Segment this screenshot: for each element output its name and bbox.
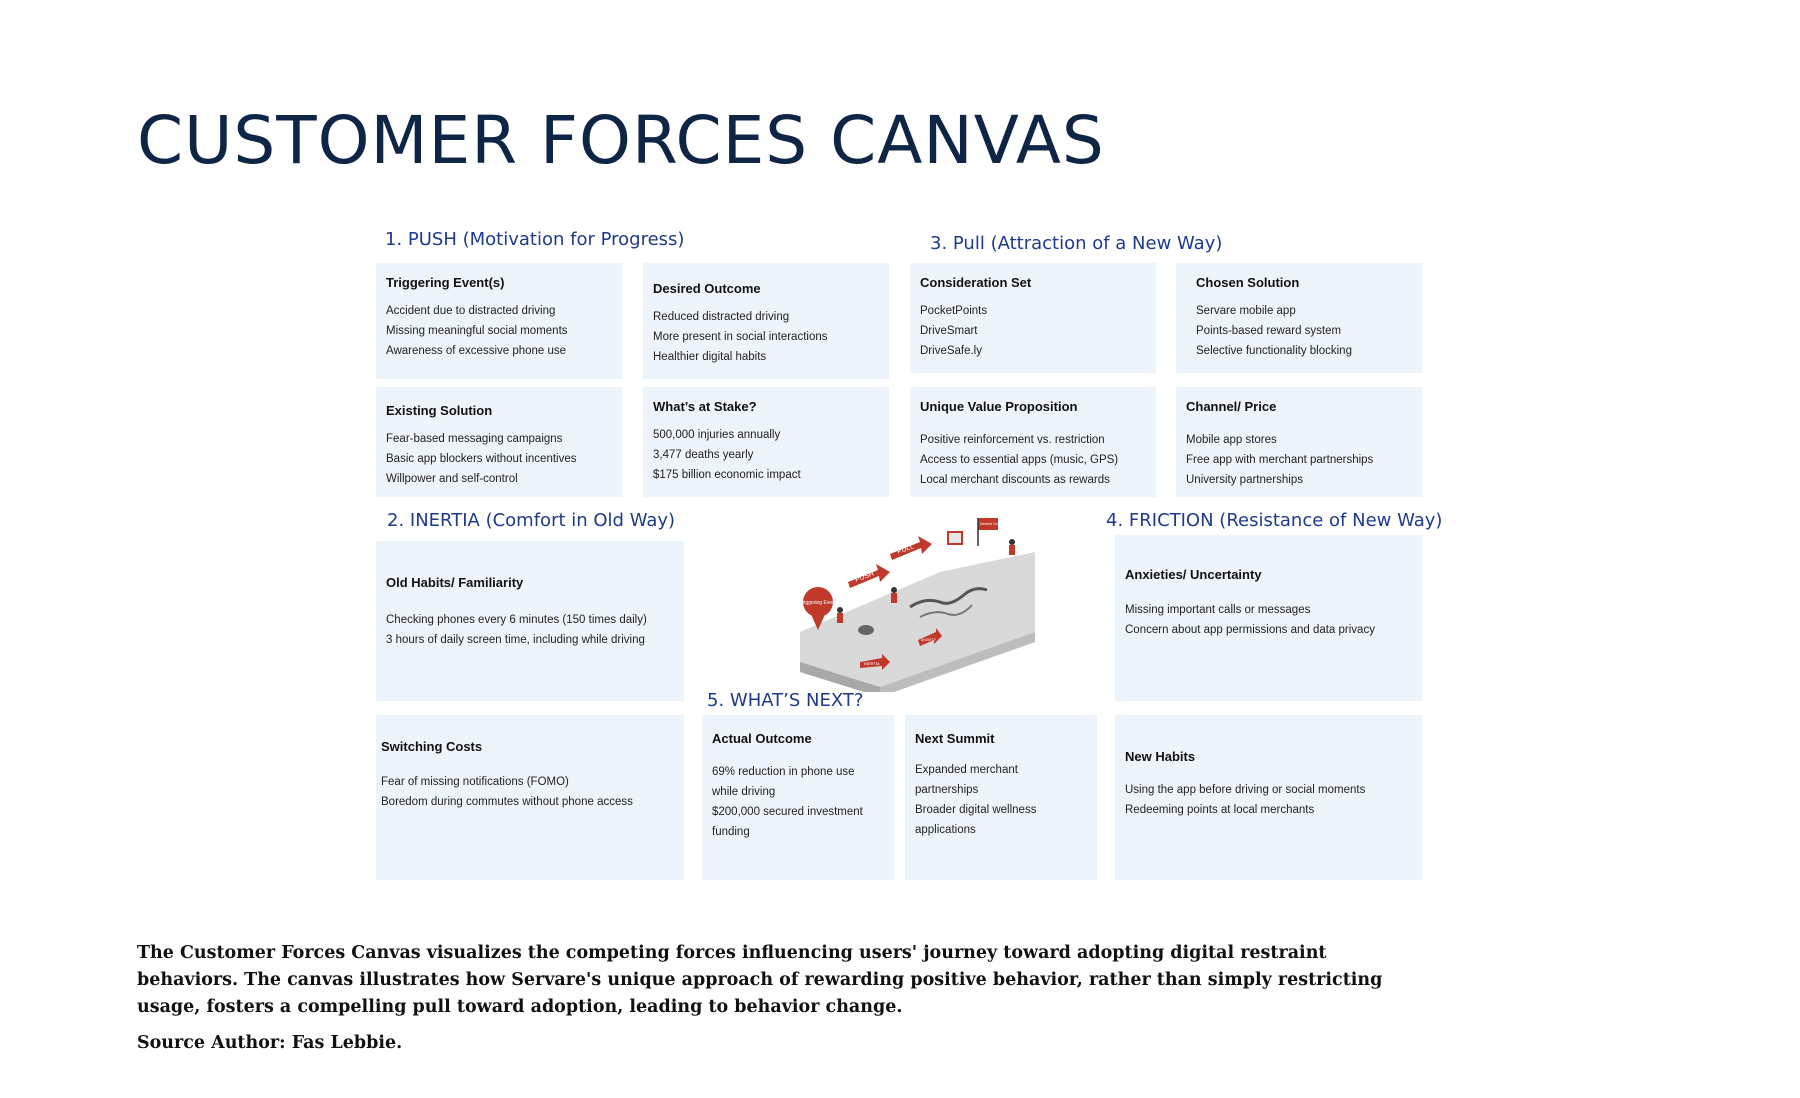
box-line: while driving bbox=[712, 786, 776, 798]
box-heading: Switching Costs bbox=[381, 739, 483, 754]
desired-outcome-label: Desired Outcome bbox=[980, 522, 1007, 526]
new-habits-box: New Habits Using the app before driving … bbox=[1115, 715, 1422, 880]
box-line: Local merchant discounts as rewards bbox=[920, 474, 1110, 486]
existing-solution-box: Existing Solution Fear-based messaging c… bbox=[376, 387, 622, 497]
channel-price-box: Channel/ Price Mobile app stores Free ap… bbox=[1176, 387, 1422, 497]
box-line: Selective functionality blocking bbox=[1196, 345, 1352, 357]
anxiety-arrow-label: ANXIETY bbox=[921, 638, 937, 642]
box-heading: Chosen Solution bbox=[1196, 275, 1300, 290]
box-line: Servare mobile app bbox=[1196, 305, 1296, 317]
desired-outcome-flag-icon bbox=[978, 518, 998, 530]
box-line: Positive reinforcement vs. restriction bbox=[920, 434, 1105, 446]
inertia-arrow-label: INERTIA bbox=[864, 661, 880, 666]
box-line: Accident due to distracted driving bbox=[386, 305, 556, 317]
box-heading: Channel/ Price bbox=[1186, 399, 1277, 414]
triggering-event-marker-icon bbox=[803, 587, 833, 617]
section-friction-heading: 4. FRICTION (Resistance of New Way) bbox=[1106, 510, 1443, 531]
source-author: Source Author: Fas Lebbie. bbox=[137, 1033, 403, 1053]
box-line: Willpower and self-control bbox=[386, 473, 518, 485]
slope-face bbox=[800, 662, 880, 692]
section-pull-heading: 3. Pull (Attraction of a New Way) bbox=[930, 233, 1223, 254]
box-heading: Desired Outcome bbox=[653, 281, 761, 296]
box-line: Expanded merchant bbox=[915, 764, 1018, 776]
whats-at-stake-box: What’s at Stake? 500,000 injuries annual… bbox=[643, 387, 889, 497]
consideration-set-box: Consideration Set PocketPoints DriveSmar… bbox=[910, 263, 1156, 373]
hiker-icon bbox=[837, 607, 843, 613]
box-heading: Anxieties/ Uncertainty bbox=[1125, 567, 1262, 582]
maze-path bbox=[909, 587, 988, 609]
box-line: Broader digital wellness bbox=[915, 804, 1037, 816]
box-heading: Old Habits/ Familiarity bbox=[386, 575, 524, 590]
box-heading: Triggering Event(s) bbox=[386, 275, 505, 290]
box-line: Missing important calls or messages bbox=[1125, 604, 1311, 616]
box-line: PocketPoints bbox=[920, 305, 988, 317]
section-inertia-heading: 2. INERTIA (Comfort in Old Way) bbox=[387, 510, 676, 531]
triggering-event-label: Triggering Event bbox=[800, 600, 837, 606]
rock-icon bbox=[858, 625, 874, 635]
box-line: $175 billion economic impact bbox=[653, 469, 801, 481]
box-line: Mobile app stores bbox=[1186, 434, 1277, 446]
box-line: Fear-based messaging campaigns bbox=[386, 433, 563, 445]
section-whats-next-heading: 5. WHAT’S NEXT? bbox=[707, 690, 864, 711]
box-line: Free app with merchant partnerships bbox=[1186, 454, 1374, 466]
box-line: partnerships bbox=[915, 784, 979, 796]
box-line: DriveSafe.ly bbox=[920, 345, 982, 357]
anxieties-uncertainty-box: Anxieties/ Uncertainty Missing important… bbox=[1115, 535, 1422, 701]
box-line: Boredom during commutes without phone ac… bbox=[381, 796, 633, 808]
chosen-solution-box: Chosen Solution Servare mobile app Point… bbox=[1176, 263, 1422, 373]
box-line: DriveSmart bbox=[920, 325, 978, 337]
unique-value-proposition-box: Unique Value Proposition Positive reinfo… bbox=[910, 387, 1156, 497]
section-push-heading: 1. PUSH (Motivation for Progress) bbox=[385, 229, 685, 250]
box-heading: Next Summit bbox=[915, 731, 995, 746]
triggering-event-box: Triggering Event(s) Accident due to dist… bbox=[376, 263, 622, 379]
box-line: More present in social interactions bbox=[653, 331, 828, 343]
box-line: Missing meaningful social moments bbox=[386, 325, 568, 337]
box-line: Concern about app permissions and data p… bbox=[1125, 624, 1375, 636]
page-title: CUSTOMER FORCES CANVAS bbox=[137, 102, 1105, 179]
box-line: Redeeming points at local merchants bbox=[1125, 804, 1315, 816]
box-line: 3,477 deaths yearly bbox=[653, 449, 754, 461]
box-line: Basic app blockers without incentives bbox=[386, 453, 577, 465]
box-line: Awareness of excessive phone use bbox=[386, 345, 567, 357]
push-arrow-icon bbox=[848, 564, 890, 588]
box-line: Healthier digital habits bbox=[653, 351, 767, 363]
box-line: 69% reduction in phone use bbox=[712, 766, 855, 778]
box-heading: Unique Value Proposition bbox=[920, 399, 1078, 414]
box-line: University partnerships bbox=[1186, 474, 1303, 486]
box-line: Points-based reward system bbox=[1196, 325, 1342, 337]
box-heading: What’s at Stake? bbox=[653, 399, 757, 414]
slope-top bbox=[800, 552, 1035, 687]
slope-side bbox=[880, 632, 1035, 692]
box-line: applications bbox=[915, 824, 976, 836]
actual-outcome-box: Actual Outcome 69% reduction in phone us… bbox=[702, 715, 894, 880]
box-heading: New Habits bbox=[1125, 749, 1196, 764]
anxiety-arrow-icon bbox=[918, 628, 942, 646]
gift-icon bbox=[947, 531, 963, 545]
mountain-journey-illustration: PUSH PULL Triggering Event Desired Outco… bbox=[800, 518, 1035, 692]
pull-arrow-icon bbox=[890, 536, 932, 560]
next-summit-box: Next Summit Expanded merchant partnershi… bbox=[905, 715, 1097, 880]
box-heading: Actual Outcome bbox=[712, 731, 812, 746]
switching-costs-box: Switching Costs Fear of missing notifica… bbox=[376, 715, 684, 880]
canvas-description: The Customer Forces Canvas visualizes th… bbox=[137, 943, 1383, 1017]
box-line: Using the app before driving or social m… bbox=[1125, 784, 1366, 796]
box-line: $200,000 secured investment bbox=[712, 806, 863, 818]
box-line: Checking phones every 6 minutes (150 tim… bbox=[386, 614, 647, 626]
box-line: funding bbox=[712, 826, 750, 838]
old-habits-box: Old Habits/ Familiarity Checking phones … bbox=[376, 541, 684, 701]
box-heading: Consideration Set bbox=[920, 275, 1032, 290]
box-line: Access to essential apps (music, GPS) bbox=[920, 454, 1119, 466]
box-line: Reduced distracted driving bbox=[653, 311, 790, 323]
box-heading: Existing Solution bbox=[386, 403, 493, 418]
box-line: 500,000 injuries annually bbox=[653, 429, 781, 441]
desired-outcome-box: Desired Outcome Reduced distracted drivi… bbox=[643, 263, 889, 379]
hiker-icon bbox=[891, 587, 897, 593]
box-line: Fear of missing notifications (FOMO) bbox=[381, 776, 569, 788]
inertia-arrow-icon bbox=[860, 654, 890, 670]
hiker-icon bbox=[1009, 539, 1015, 545]
box-line: 3 hours of daily screen time, including … bbox=[386, 634, 645, 646]
